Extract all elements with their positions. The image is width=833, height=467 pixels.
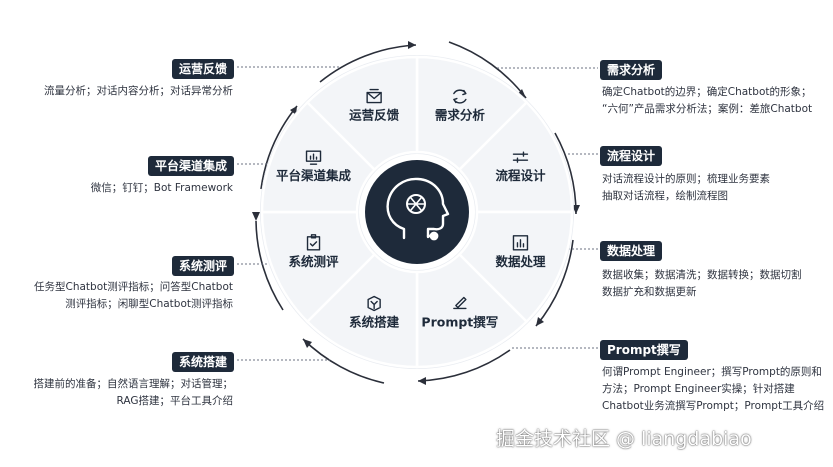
callout-line: 搭建前的准备；自然语言理解；对话管理； [33,378,234,390]
cube-build-icon [367,295,381,312]
arrow-head-4 [418,377,426,385]
wheel-segments [260,55,574,369]
callout-line: 抽取对话流程，绘制流程图 [602,190,728,202]
wheel-segment-label: Prompt撰写 [421,314,498,329]
callout-line: 对话流程设计的原则；梳理业务要素 [602,173,770,185]
arrow-head-7 [290,106,297,115]
callout-title-yunying: 运营反馈 [172,59,235,79]
callout-line: RAG搭建；平台工具介绍 [116,395,233,407]
callout-desc-yunying: 流量分析；对话内容分析；对话异常分析 [44,83,233,100]
flow-sliders-icon [512,151,529,163]
wheel-segment-label: 运营反馈 [349,108,400,123]
wheel-segment-label: 数据处理 [494,254,546,269]
arrow-head-5 [303,339,312,348]
bar-chart-icon [512,235,529,251]
wheel-segment-label: 平台渠道集成 [276,168,352,183]
watermark: 掘金技术社区 @ liangdabiao [496,428,752,450]
callout-desc-liucheng: 对话流程设计的原则；梳理业务要素 抽取对话流程，绘制流程图 [602,171,770,205]
callout-title-ceping: 系统测评 [172,256,235,276]
callout-title-prompt: Prompt撰写 [600,340,688,360]
callout-line: 任务型Chatbot测评指标；问答型Chatbot [34,281,233,293]
callout-desc-xuqiu: 确定Chatbot的边界；确定Chatbot的形象； “六何”产品需求分析法；案… [602,84,812,118]
callout-title-shuju: 数据处理 [600,241,663,261]
callout-title-xuqiu: 需求分析 [600,60,663,80]
arrow-head-3 [536,317,544,326]
callout-line: “六何”产品需求分析法；案例：差旅Chatbot [602,103,813,115]
wheel-segment-label: 系统搭建 [349,314,400,329]
refresh-cycle-icon [453,89,467,104]
wheel-segment-label: 需求分析 [435,108,486,123]
wheel-segment [305,55,419,172]
arrow-head-6 [252,212,260,221]
callout-line: 何谓Prompt Engineer；撰写Prompt的原则和 [602,366,822,378]
callout-desc-pingtai: 微信；钉钉；Bot Framework [91,180,233,197]
outer-arrow-ring [255,41,577,384]
callout-line: Chatbot业务流撰写Prompt；Prompt工具介绍 [602,400,825,412]
ai-head-icon [386,177,450,241]
callout-line: 测评指标；闲聊型Chatbot测评指标 [65,298,233,310]
arrow-head-8 [408,41,416,49]
callout-line: 方法；Prompt Engineer实操；针对搭建 [602,383,795,395]
callout-desc-dajian: 搭建前的准备；自然语言理解；对话管理； RAG搭建；平台工具介绍 [34,376,234,410]
arc-arrow-4 [417,349,511,382]
mail-feedback-icon [366,88,382,104]
monitor-chart-icon [305,150,322,165]
callout-line: 数据扩充和数据更新 [602,286,697,298]
clipboard-check-icon [306,234,321,251]
arc-arrow-3 [535,239,574,327]
callout-desc-ceping: 任务型Chatbot测评指标；问答型Chatbot 测评指标；闲聊型Chatbo… [34,279,233,313]
pen-write-icon [453,296,467,310]
arc-arrow-7 [260,105,298,190]
callout-title-dajian: 系统搭建 [172,352,235,372]
callout-line: 确定Chatbot的边界；确定Chatbot的形象； [602,86,812,98]
arc-arrow-8 [319,44,417,83]
wheel-segment-label: 系统测评 [289,254,340,269]
arrow-head-2 [572,205,580,214]
callout-desc-prompt: 何谓Prompt Engineer；撰写Prompt的原则和 方法；Prompt… [602,364,824,415]
callout-title-liucheng: 流程设计 [600,146,663,166]
callout-line: 数据收集；数据清洗；数据转换；数据切割 [602,269,802,281]
wheel-segment-label: 流程设计 [495,168,546,183]
callout-title-pingtai: 平台渠道集成 [148,156,235,176]
callout-line: 微信；钉钉；Bot Framework [90,182,233,194]
callout-line: 流量分析；对话内容分析；对话异常分析 [44,85,233,97]
connector-lines [237,66,598,361]
arc-arrow-6 [255,220,284,311]
callout-desc-shuju: 数据收集；数据清洗；数据转换；数据切割 数据扩充和数据更新 [602,267,802,301]
